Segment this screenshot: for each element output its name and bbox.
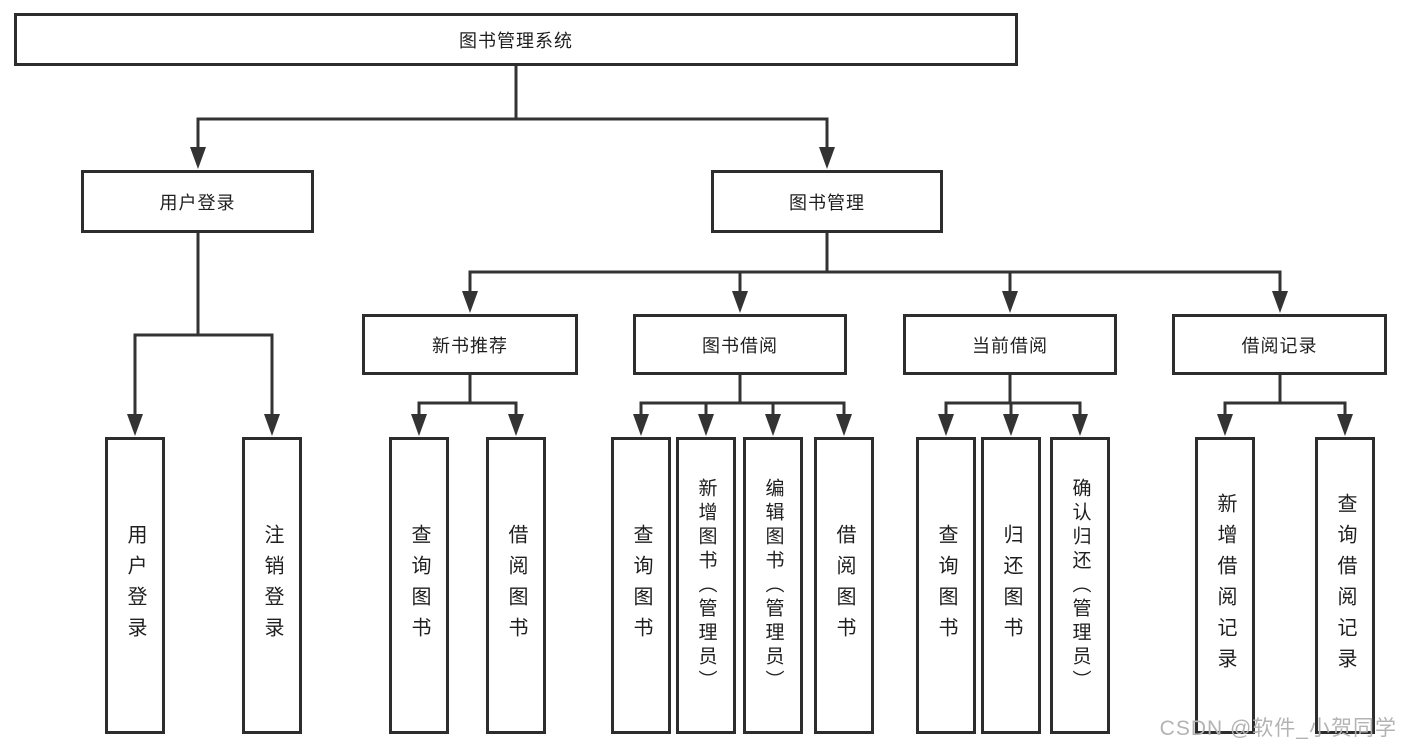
leaf-current-return-books: 归还图书: [981, 437, 1041, 734]
node-new-book-recommend-label: 新书推荐: [432, 335, 508, 356]
node-user-login-label: 用户登录: [159, 192, 236, 213]
leaf-recommend-borrow-books-label: 借阅图书: [505, 523, 527, 648]
node-book-management: 图书管理: [711, 170, 943, 233]
leaf-record-add: 新增借阅记录: [1195, 437, 1255, 734]
leaf-current-confirm-return-admin-label: 确认归还（管理员）: [1069, 477, 1091, 694]
leaf-record-add-label: 新增借阅记录: [1214, 492, 1236, 679]
arrowheads: [127, 147, 1353, 436]
leaf-record-query: 查询借阅记录: [1315, 437, 1375, 734]
leaf-borrow-borrow-books-label: 借阅图书: [833, 523, 855, 648]
node-new-book-recommend: 新书推荐: [362, 314, 578, 375]
node-user-login: 用户登录: [81, 170, 314, 233]
leaf-current-confirm-return-admin: 确认归还（管理员）: [1050, 437, 1110, 734]
leaf-borrow-add-books-admin-label: 新增图书（管理员）: [695, 477, 717, 694]
leaf-recommend-query-books: 查询图书: [389, 437, 449, 734]
node-borrow-records: 借阅记录: [1172, 314, 1387, 375]
leaf-user-login-label: 用户登录: [124, 523, 146, 648]
leaf-borrow-borrow-books: 借阅图书: [814, 437, 874, 734]
node-book-borrow: 图书借阅: [633, 314, 847, 375]
leaf-recommend-query-books-label: 查询图书: [408, 523, 430, 648]
node-root-label: 图书管理系统: [459, 30, 573, 51]
leaf-borrow-edit-books-admin-label: 编辑图书（管理员）: [762, 477, 784, 694]
node-book-borrow-label: 图书借阅: [702, 335, 778, 356]
leaf-current-query-books-label: 查询图书: [935, 523, 957, 648]
leaf-current-query-books: 查询图书: [916, 437, 976, 734]
node-book-management-label: 图书管理: [789, 192, 865, 213]
leaf-borrow-add-books-admin: 新增图书（管理员）: [676, 437, 736, 734]
node-root: 图书管理系统: [14, 13, 1018, 66]
leaf-current-return-books-label: 归还图书: [1000, 523, 1022, 648]
leaf-record-query-label: 查询借阅记录: [1334, 492, 1356, 679]
leaf-borrow-query-books-label: 查询图书: [630, 523, 652, 648]
node-current-borrow: 当前借阅: [903, 314, 1117, 375]
leaf-user-login: 用户登录: [105, 437, 165, 734]
leaf-borrow-edit-books-admin: 编辑图书（管理员）: [743, 437, 803, 734]
leaf-borrow-query-books: 查询图书: [611, 437, 671, 734]
node-borrow-records-label: 借阅记录: [1241, 335, 1318, 356]
node-current-borrow-label: 当前借阅: [972, 335, 1048, 356]
leaf-logout: 注销登录: [242, 437, 302, 734]
leaf-logout-label: 注销登录: [261, 523, 283, 648]
leaf-recommend-borrow-books: 借阅图书: [486, 437, 546, 734]
